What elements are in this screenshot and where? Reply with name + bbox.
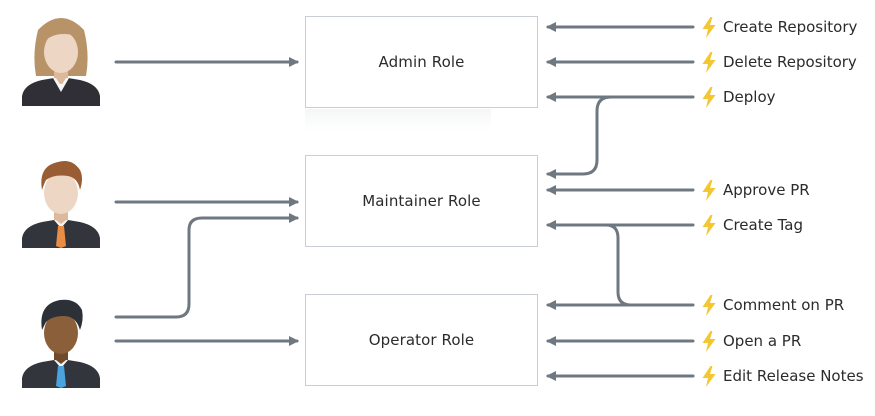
action-create-repository[interactable]: Create Repository <box>701 16 857 38</box>
lightning-bolt-icon <box>702 294 716 316</box>
maintainer-role-box[interactable]: Maintainer Role <box>305 155 538 247</box>
action-label: Create Tag <box>723 216 804 234</box>
action-label: Delete Repository <box>723 53 857 71</box>
arrow-operator-person-to-maintainer-role <box>114 213 299 319</box>
lightning-bolt-icon <box>702 179 716 201</box>
action-open-a-pr[interactable]: Open a PR <box>701 330 801 352</box>
action-label: Approve PR <box>723 181 810 199</box>
action-delete-repository[interactable]: Delete Repository <box>701 51 857 73</box>
arrow-deploy-to-maintainer <box>546 95 613 179</box>
action-create-tag[interactable]: Create Tag <box>701 214 803 236</box>
action-label: Comment on PR <box>723 296 845 314</box>
lightning-bolt-icon <box>702 16 716 38</box>
lightning-bolt-icon <box>702 51 716 73</box>
action-approve-pr[interactable]: Approve PR <box>701 179 810 201</box>
operator-role-label: Operator Role <box>368 331 475 349</box>
action-deploy[interactable]: Deploy <box>701 86 776 108</box>
action-label: Edit Release Notes <box>723 367 864 385</box>
action-label: Open a PR <box>723 332 802 350</box>
lightning-bolt-icon <box>702 214 716 236</box>
lightning-bolt-icon <box>702 330 716 352</box>
maintainer-role-label: Maintainer Role <box>362 192 481 210</box>
admin-role-label: Admin Role <box>378 53 465 71</box>
action-label: Create Repository <box>723 18 858 36</box>
action-edit-release-notes[interactable]: Edit Release Notes <box>701 365 864 387</box>
admin-role-box[interactable]: Admin Role <box>305 16 538 108</box>
man-avatar-icon <box>22 161 100 248</box>
admin-role-shadow <box>305 109 491 131</box>
action-label: Deploy <box>723 88 776 106</box>
arrow-comment-on-pr-to-maintainer <box>604 223 633 307</box>
lightning-bolt-icon <box>702 365 716 387</box>
operator-role-box[interactable]: Operator Role <box>305 294 538 386</box>
dark-skinned-man-avatar-icon <box>22 299 100 388</box>
lightning-bolt-icon <box>702 86 716 108</box>
action-comment-on-pr[interactable]: Comment on PR <box>701 294 844 316</box>
woman-avatar-icon <box>22 18 100 106</box>
